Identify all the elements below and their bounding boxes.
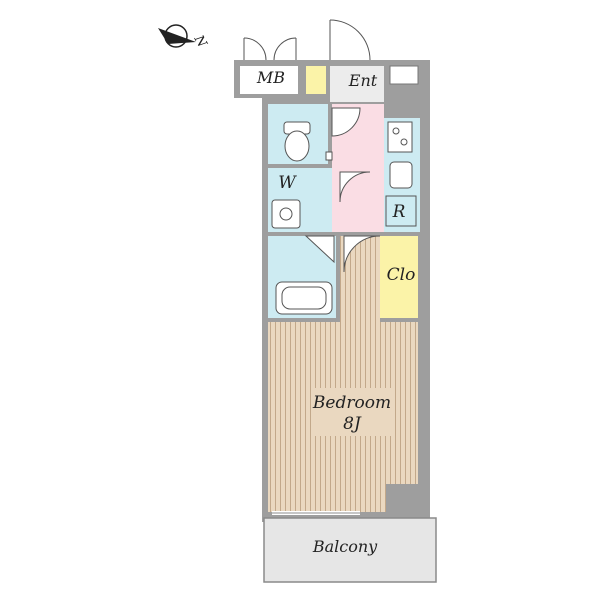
toilet-door-icon	[331, 107, 361, 137]
sink-icon	[389, 161, 413, 189]
closet-label: Clo	[386, 265, 416, 285]
stove-icon	[387, 121, 413, 153]
entrance-label: Ent	[348, 71, 378, 90]
bath-door-icon	[304, 235, 335, 264]
toilet-icon	[283, 121, 333, 162]
meter-box-label: MB	[256, 68, 286, 87]
bedroom-label-box	[312, 388, 392, 436]
refrigerator-label: R	[392, 202, 406, 222]
compass-icon	[158, 24, 196, 48]
bedroom-label: Bedroom 8J	[300, 393, 404, 435]
bedroom-size: 8J	[343, 414, 361, 434]
bedroom-name: Bedroom	[312, 393, 392, 413]
bedroom-door-icon	[343, 235, 381, 273]
meter-box-door-icon	[243, 37, 297, 61]
balcony-area	[263, 517, 437, 583]
washroom-door-icon	[339, 171, 371, 203]
entrance-room	[330, 66, 384, 102]
washroom-label: W	[278, 173, 296, 193]
shoe-cabinet	[306, 66, 326, 94]
refrigerator-box	[385, 195, 417, 227]
balcony-label: Balcony	[312, 537, 378, 556]
top-right-box	[389, 65, 419, 85]
entrance-door-icon	[329, 19, 371, 61]
meter-box-room	[240, 66, 298, 94]
washbasin-icon	[271, 199, 301, 229]
closet-room	[380, 236, 418, 318]
bathtub-icon	[275, 281, 333, 315]
